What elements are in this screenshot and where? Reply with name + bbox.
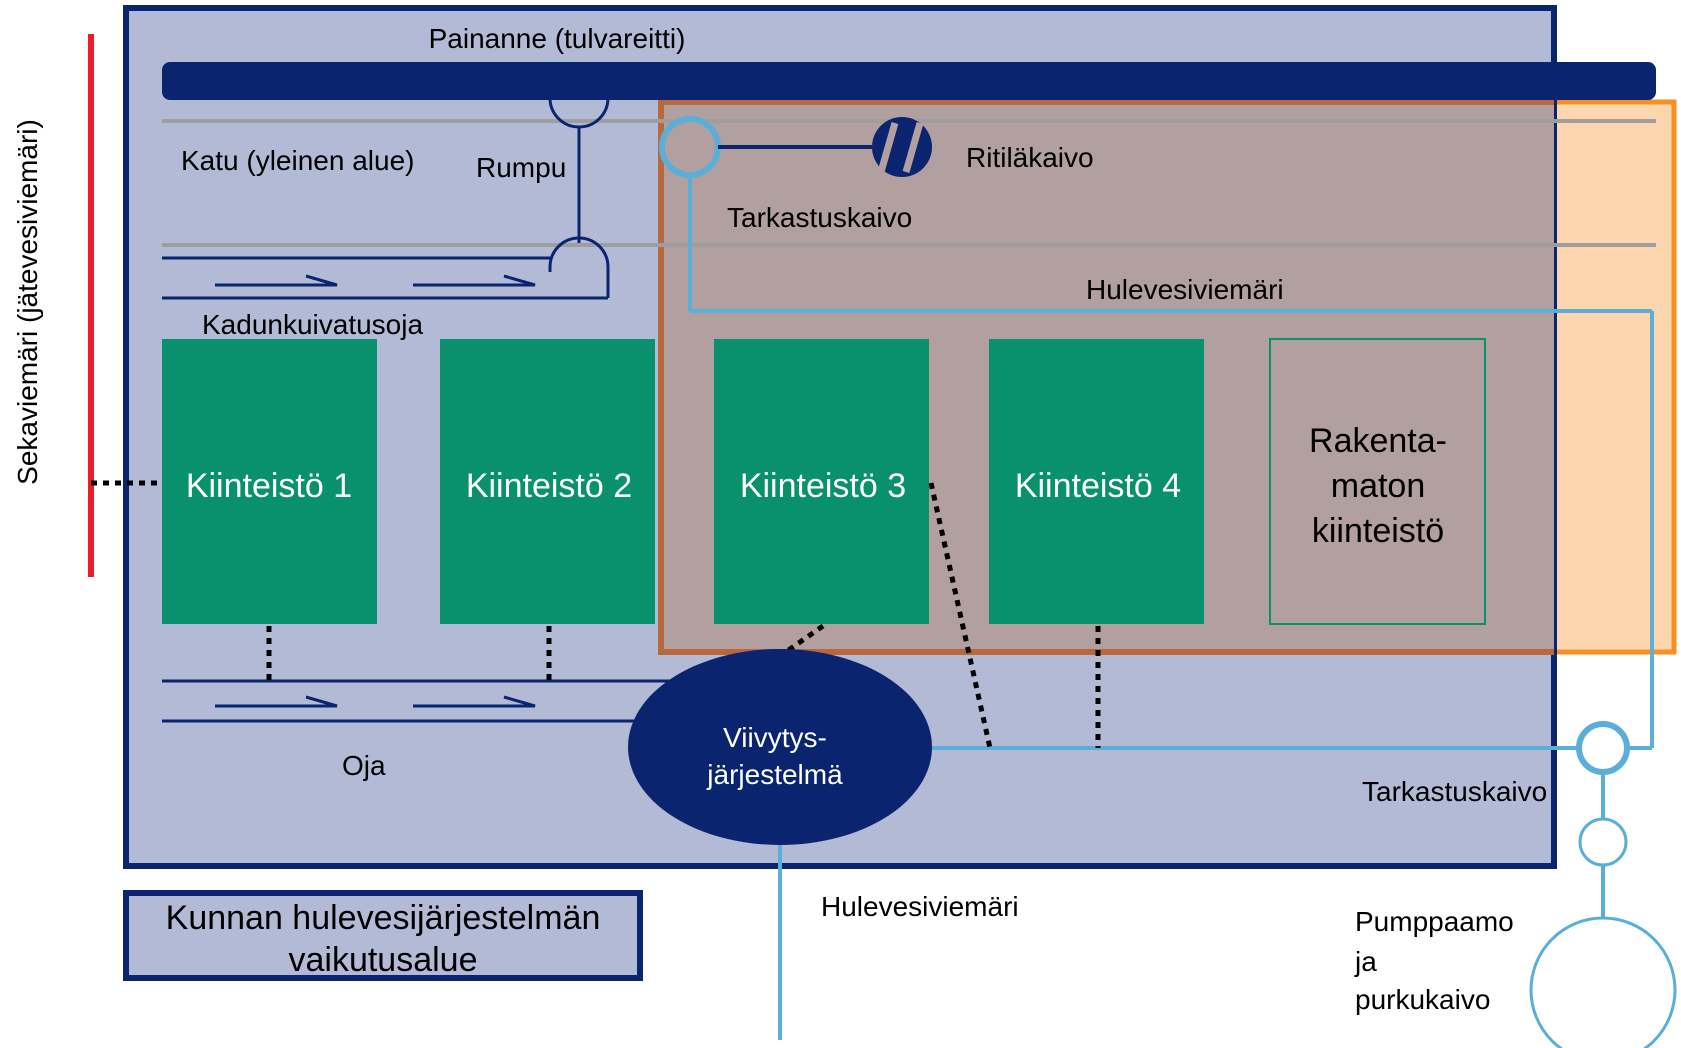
legend-line1: Kunnan hulevesijärjestelmän	[166, 899, 601, 937]
label-property-2: Kiinteistö 2	[466, 467, 632, 505]
label-hulevesiviemari-bottom: Hulevesiviemäri	[821, 891, 1019, 922]
label-rumpu: Rumpu	[476, 152, 566, 183]
property-connections	[91, 480, 1101, 749]
street-ditch	[162, 256, 608, 300]
label-katu: Katu (yleinen alue)	[181, 145, 414, 176]
retention-system	[628, 649, 932, 845]
small-well-icon	[1578, 817, 1628, 867]
label-ritilakaivo: Ritiläkaivo	[966, 142, 1094, 173]
label-tarkastuskaivo-bottom: Tarkastuskaivo	[1362, 776, 1547, 807]
label-property-3: Kiinteistö 3	[740, 467, 906, 505]
label-property-4: Kiinteistö 4	[1015, 467, 1181, 505]
label-viivytys-line2: järjestelmä	[706, 759, 843, 790]
label-pumppaamo-line3: purkukaivo	[1355, 984, 1490, 1015]
grate-well-icon	[872, 117, 932, 177]
label-property-5-line1: Rakenta-	[1309, 422, 1447, 460]
label-tarkastuskaivo-top: Tarkastuskaivo	[727, 202, 912, 233]
property-1	[162, 339, 377, 624]
storm-sewer-pipe	[688, 177, 1654, 1040]
street-ditch-flow-arrows	[215, 274, 536, 287]
label-sekaviemari: Sekaviemäri (jätevesiviemäri)	[12, 119, 43, 485]
label-painanne: Painanne (tulvareitti)	[429, 23, 686, 54]
overlap-area-border	[658, 99, 1554, 655]
label-viivytys-line1: Viivytys-	[723, 722, 827, 753]
property-4	[989, 339, 1204, 624]
label-property-5-line3: kiinteistö	[1312, 512, 1444, 550]
flood-route-bar	[162, 62, 1656, 100]
legend-box	[123, 890, 643, 981]
label-property-1: Kiinteistö 1	[186, 467, 352, 505]
inspection-well-bottom-icon	[1576, 721, 1630, 775]
ditch	[162, 679, 680, 723]
label-pumppaamo-line1: Pumppaamo	[1355, 906, 1514, 937]
label-oja: Oja	[342, 750, 386, 781]
culvert	[548, 97, 610, 298]
legend-line2: vaikutusalue	[288, 941, 477, 979]
label-kadunkuivatusoja: Kadunkuivatusoja	[202, 309, 423, 340]
label-hulevesiviemari-top: Hulevesiviemäri	[1086, 274, 1284, 305]
property-5-unbuilt	[1269, 338, 1486, 625]
label-property-5-line2: maton	[1331, 467, 1426, 505]
ditch-flow-arrows	[215, 695, 536, 708]
inspection-well-top-icon	[659, 116, 721, 178]
pumping-station-well-icon	[1529, 916, 1677, 1048]
property-2	[440, 339, 655, 624]
label-pumppaamo-line2: ja	[1354, 946, 1377, 977]
property-3	[714, 339, 929, 624]
